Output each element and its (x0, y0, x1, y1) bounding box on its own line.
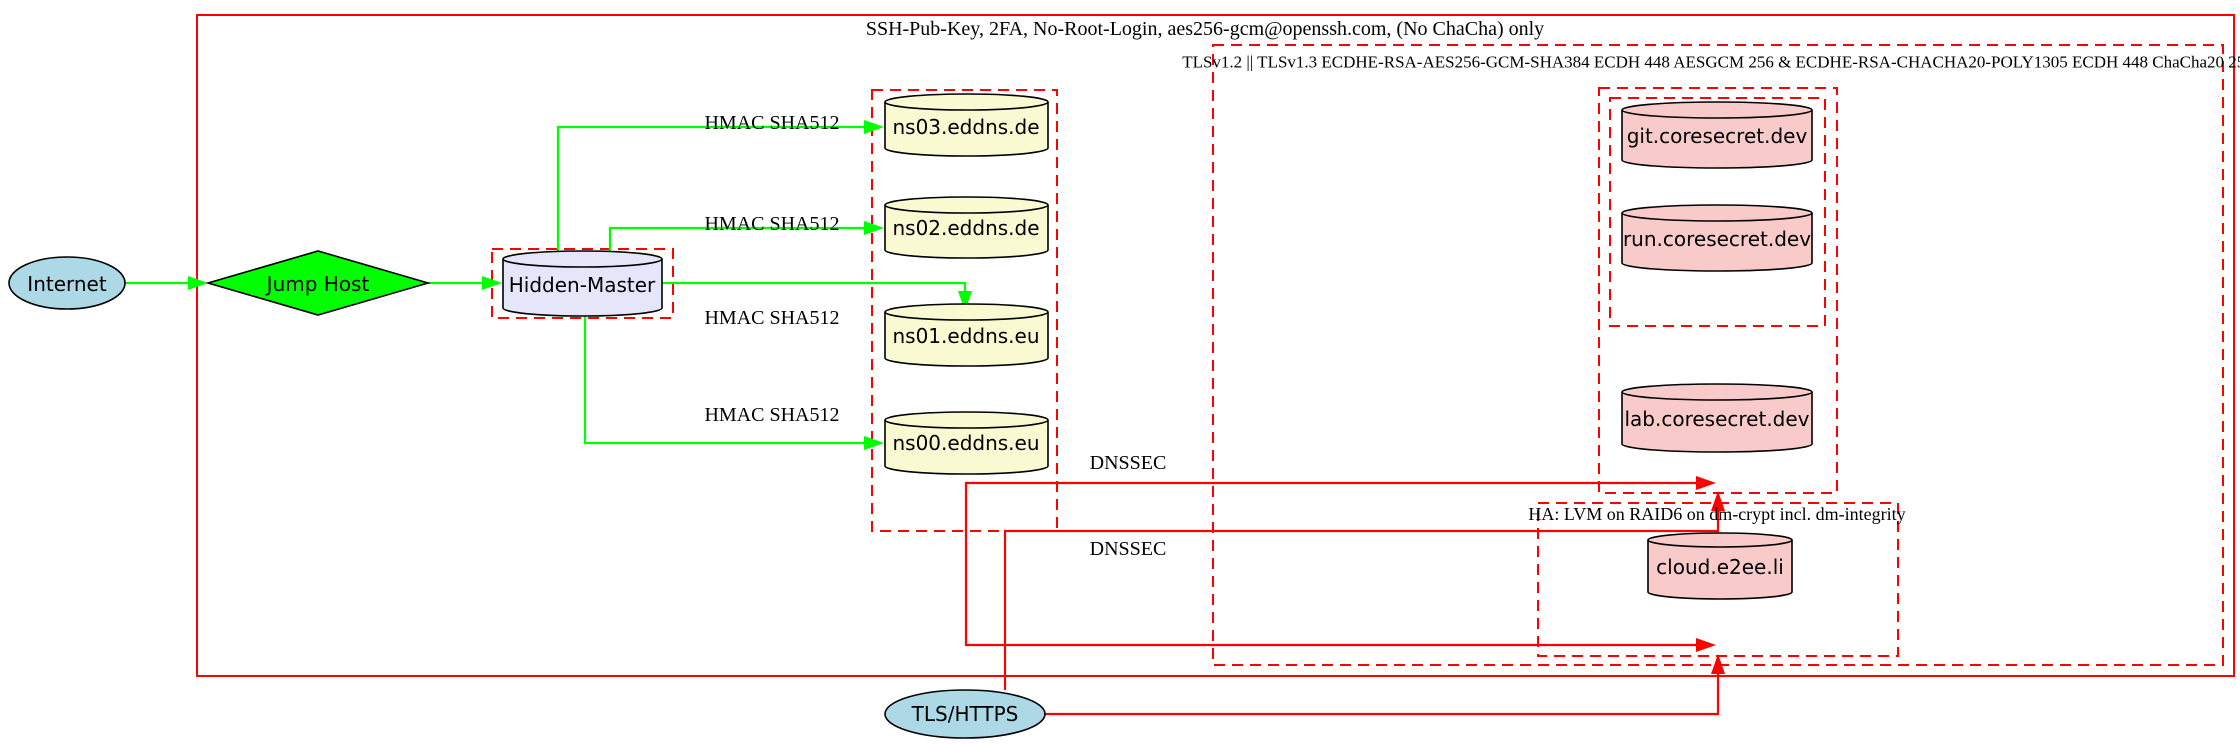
arrowhead-internet-jumphost (188, 276, 208, 290)
git-cylinder (1621, 101, 1813, 169)
edge-dnssec-bracket (964, 481, 1696, 647)
tls-https-ellipse (884, 689, 1046, 739)
hidden-master-cluster-box (491, 248, 674, 319)
tls-https-label: TLS/HTTPS (911, 702, 1019, 726)
jump-host-label: Jump Host (266, 272, 370, 296)
edge-hiddenmaster-ns03 (556, 125, 864, 253)
arrowhead-hiddenmaster-ns03 (864, 120, 884, 134)
ha-cluster-label: HA: LVM on RAID6 on dm-crypt incl. dm-in… (1528, 504, 1906, 524)
dns-cluster-box (871, 89, 1058, 532)
ns02-label: ns02.eddns.de (892, 216, 1040, 240)
hmac-label-ns02: HMAC SHA512 (704, 213, 840, 235)
hmac-label-ns00: HMAC SHA512 (704, 404, 840, 426)
dnssec-label-lower: DNSSEC (1089, 538, 1167, 560)
arrowhead-tlshttps-ha (1711, 654, 1725, 674)
run-cylinder (1621, 204, 1813, 272)
lab-label: lab.coresecret.dev (1624, 407, 1810, 431)
ns03-label: ns03.eddns.de (892, 115, 1040, 139)
edge-hiddenmaster-ns00 (583, 314, 864, 445)
edge-hiddenmaster-ns01 (662, 281, 967, 292)
ns03-cylinder (884, 93, 1049, 157)
arrowhead-hiddenmaster-ns00 (864, 436, 884, 450)
arrowhead-dnssec-lower (1696, 638, 1716, 652)
jump-host-diamond (205, 250, 431, 316)
internet-ellipse (8, 256, 126, 310)
ns02-cylinder (884, 196, 1049, 259)
hmac-label-ns01: HMAC SHA512 (704, 307, 840, 329)
internet-label: Internet (27, 272, 107, 296)
edge-tlshttps-ha-cluster (1045, 674, 1720, 716)
services-inner-cluster-box (1609, 97, 1826, 327)
edge-tlshttps-services-cluster (1003, 511, 1720, 690)
edge-hiddenmaster-ns02 (608, 226, 864, 253)
run-label: run.coresecret.dev (1622, 227, 1812, 251)
ns01-label: ns01.eddns.eu (892, 324, 1040, 348)
hidden-master-cylinder (502, 250, 663, 317)
ns00-label: ns00.eddns.eu (892, 431, 1040, 455)
ssh-security-cluster-label: SSH-Pub-Key, 2FA, No-Root-Login, aes256-… (865, 18, 1545, 40)
dnssec-label-upper: DNSSEC (1089, 452, 1167, 474)
arrowhead-dnssec-upper (1696, 476, 1716, 490)
ns00-cylinder (884, 411, 1049, 475)
arrowhead-jumphost-hiddenmaster (482, 276, 502, 290)
arrowhead-hiddenmaster-ns01 (958, 291, 972, 311)
cloud-label: cloud.e2ee.li (1656, 555, 1784, 579)
arrowhead-tlshttps-services (1711, 491, 1725, 511)
arrowhead-hiddenmaster-ns02 (864, 221, 884, 235)
ns01-cylinder (884, 303, 1049, 367)
git-label: git.coresecret.dev (1626, 124, 1808, 148)
hidden-master-label: Hidden-Master (508, 273, 656, 297)
lab-cylinder (1621, 383, 1813, 453)
cloud-cylinder (1647, 532, 1793, 600)
tls-cluster-label: TLSv1.2 || TLSv1.3 ECDHE-RSA-AES256-GCM-… (1182, 52, 2240, 72)
hmac-label-ns03: HMAC SHA512 (704, 112, 840, 134)
ssh-security-cluster-box (196, 14, 2235, 677)
